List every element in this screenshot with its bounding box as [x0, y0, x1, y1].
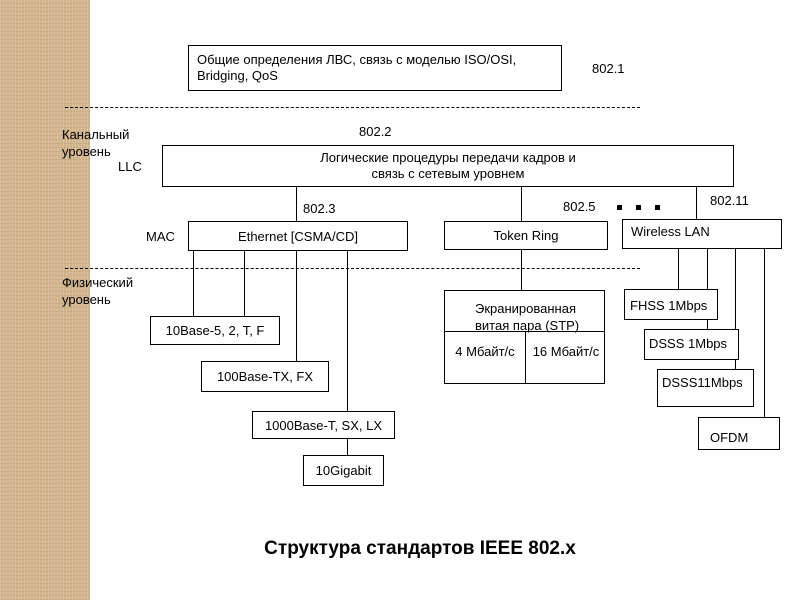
std-802-5-label: 802.5: [563, 199, 596, 214]
fhss-text: FHSS 1Mbps: [630, 298, 708, 313]
dsss-1mbps-box: DSSS 1Mbps: [644, 329, 739, 360]
separator-line-top: [65, 107, 640, 108]
stp-4mbps: 4 Мбайт/с: [455, 344, 515, 359]
ethernet-100base-text: 100Base-TX, FX: [216, 369, 314, 384]
connector: [764, 249, 765, 417]
llc-label: LLC: [118, 159, 142, 174]
ethernet-box-text: Ethernet [CSMA/CD]: [238, 228, 358, 244]
llc-box: Логические процедуры передачи кадров и с…: [162, 145, 734, 187]
std-802-11-label: 802.11: [710, 193, 749, 208]
general-definitions-box: Общие определения ЛВС, связь с моделью I…: [188, 45, 562, 91]
connector: [193, 251, 194, 316]
connector: [678, 249, 679, 289]
dsss-1mbps-text: DSSS 1Mbps: [649, 336, 728, 351]
token-ring-box-text: Token Ring: [493, 228, 559, 243]
ellipsis-dot: [655, 205, 660, 210]
diagram-caption: Структура стандартов IEEE 802.x: [264, 538, 576, 559]
general-definitions-text: Общие определения ЛВС, связь с моделью I…: [197, 52, 517, 83]
decorative-side-stripe: [0, 0, 90, 600]
connector: [735, 249, 736, 369]
ethernet-10base-text: 10Base-5, 2, T, F: [165, 323, 265, 338]
link-layer-label: Канальный уровень: [62, 127, 130, 159]
ethernet-100base-box: 100Base-TX, FX: [201, 361, 329, 392]
separator-line-bottom: [65, 268, 640, 269]
connector: [347, 439, 348, 455]
wireless-lan-box: Wireless LAN: [622, 219, 782, 249]
ethernet-10gigabit-text: 10Gigabit: [315, 463, 372, 478]
stp-box: Экранированная витая пара (STP) 4 Мбайт/…: [444, 290, 605, 384]
ethernet-1000base-text: 1000Base-T, SX, LX: [264, 417, 383, 433]
dsss-11mbps-box: DSSS11Mbps: [657, 369, 754, 407]
mac-label: MAC: [146, 229, 175, 244]
ethernet-1000base-box: 1000Base-T, SX, LX: [252, 411, 395, 439]
wireless-lan-box-text: Wireless LAN: [631, 224, 710, 239]
std-802-3-label: 802.3: [303, 201, 336, 216]
connector: [521, 250, 522, 290]
connector: [521, 187, 522, 221]
ethernet-10gigabit-box: 10Gigabit: [303, 455, 384, 486]
token-ring-box: Token Ring: [444, 221, 608, 250]
dsss-11mbps-text: DSSS11Mbps: [662, 375, 743, 390]
stp-divider: [444, 331, 605, 332]
ofdm-box: OFDM: [698, 417, 780, 450]
fhss-box: FHSS 1Mbps: [624, 289, 718, 320]
ellipsis-dot: [617, 205, 622, 210]
connector: [244, 251, 245, 316]
connector: [296, 251, 297, 361]
ethernet-box: Ethernet [CSMA/CD]: [188, 221, 408, 251]
stp-16mbps: 16 Мбайт/с: [532, 344, 600, 359]
std-802-2-label: 802.2: [359, 124, 392, 139]
connector: [347, 251, 348, 411]
connector: [296, 187, 297, 221]
ofdm-text: OFDM: [710, 430, 749, 445]
stp-title: Экранированная витая пара (STP): [475, 301, 580, 333]
ethernet-10base-box: 10Base-5, 2, T, F: [150, 316, 280, 345]
connector: [696, 187, 697, 219]
std-802-1-label: 802.1: [592, 61, 625, 76]
ellipsis-dot: [636, 205, 641, 210]
stp-divider: [525, 331, 526, 384]
llc-box-text: Логические процедуры передачи кадров и с…: [320, 150, 576, 181]
physical-layer-label: Физический уровень: [62, 275, 134, 307]
